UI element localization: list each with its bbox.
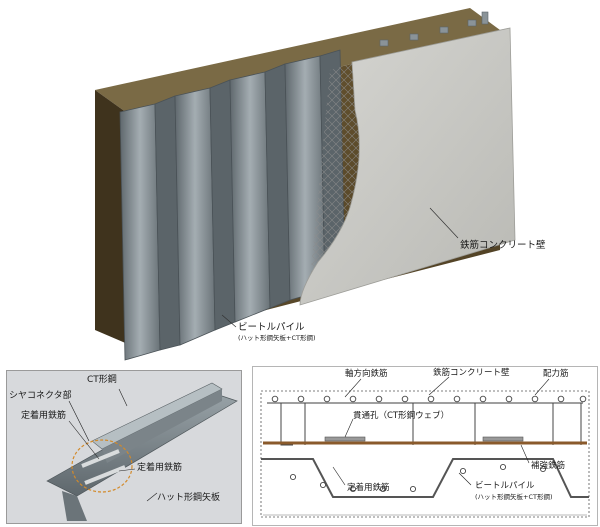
label-section-concrete-wall: 鉄筋コンクリート壁 [433, 368, 510, 378]
label-section-anchor-rebar: 定着用鉄筋 [347, 483, 390, 493]
hat-pile-profile [261, 458, 589, 498]
axial-rebars [271, 395, 587, 403]
main-illustration: 鉄筋コンクリート壁 ビートルパイル (ハット形鋼矢板+CT形鋼) [95, 8, 546, 361]
label-beetle-pile: ビートルパイル [238, 322, 305, 333]
label-anchor-rebar-upper: 定着用鉄筋 [21, 411, 67, 421]
pile-detail-drawing [46, 382, 238, 521]
cross-section-drawing [260, 376, 590, 518]
label-beetle-pile-note: (ハット形鋼矢板+CT形鋼) [238, 334, 316, 342]
label-through-hole: 貫通孔（CT形鋼ウェブ） [353, 411, 450, 421]
label-section-beetle-pile: ビートルパイル [475, 481, 535, 491]
label-concrete-wall: 鉄筋コンクリート壁 [460, 240, 546, 251]
label-section-beetle-pile-note: (ハット形鋼矢板+CT形鋼) [475, 493, 553, 501]
concrete-wall [299, 27, 516, 306]
label-ct-steel: CT形鋼 [87, 375, 117, 385]
label-hat-sheet-pile: ハット形鋼矢板 [157, 493, 221, 503]
label-shear-connector: シヤコネクタ部 [9, 391, 72, 401]
label-anchor-rebar-right: 定着用鉄筋 [137, 463, 183, 473]
label-distribution-rebar: 配力筋 [543, 369, 569, 379]
inset-pile-detail: CT形鋼 シヤコネクタ部 定着用鉄筋 定着用鉄筋 ハット形鋼矢板 [6, 370, 242, 524]
section-diagram: 軸方向鉄筋 鉄筋コンクリート壁 配力筋 貫通孔（CT形鋼ウェブ） 補強鉄筋 定着… [252, 366, 598, 526]
label-axial-rebar: 軸方向鉄筋 [345, 369, 388, 379]
stirrups [280, 403, 582, 446]
label-reinforcing-rebar: 補強鉄筋 [531, 461, 566, 471]
top-rebar-ends [379, 11, 489, 47]
retaining-wall-drawing [95, 8, 516, 361]
